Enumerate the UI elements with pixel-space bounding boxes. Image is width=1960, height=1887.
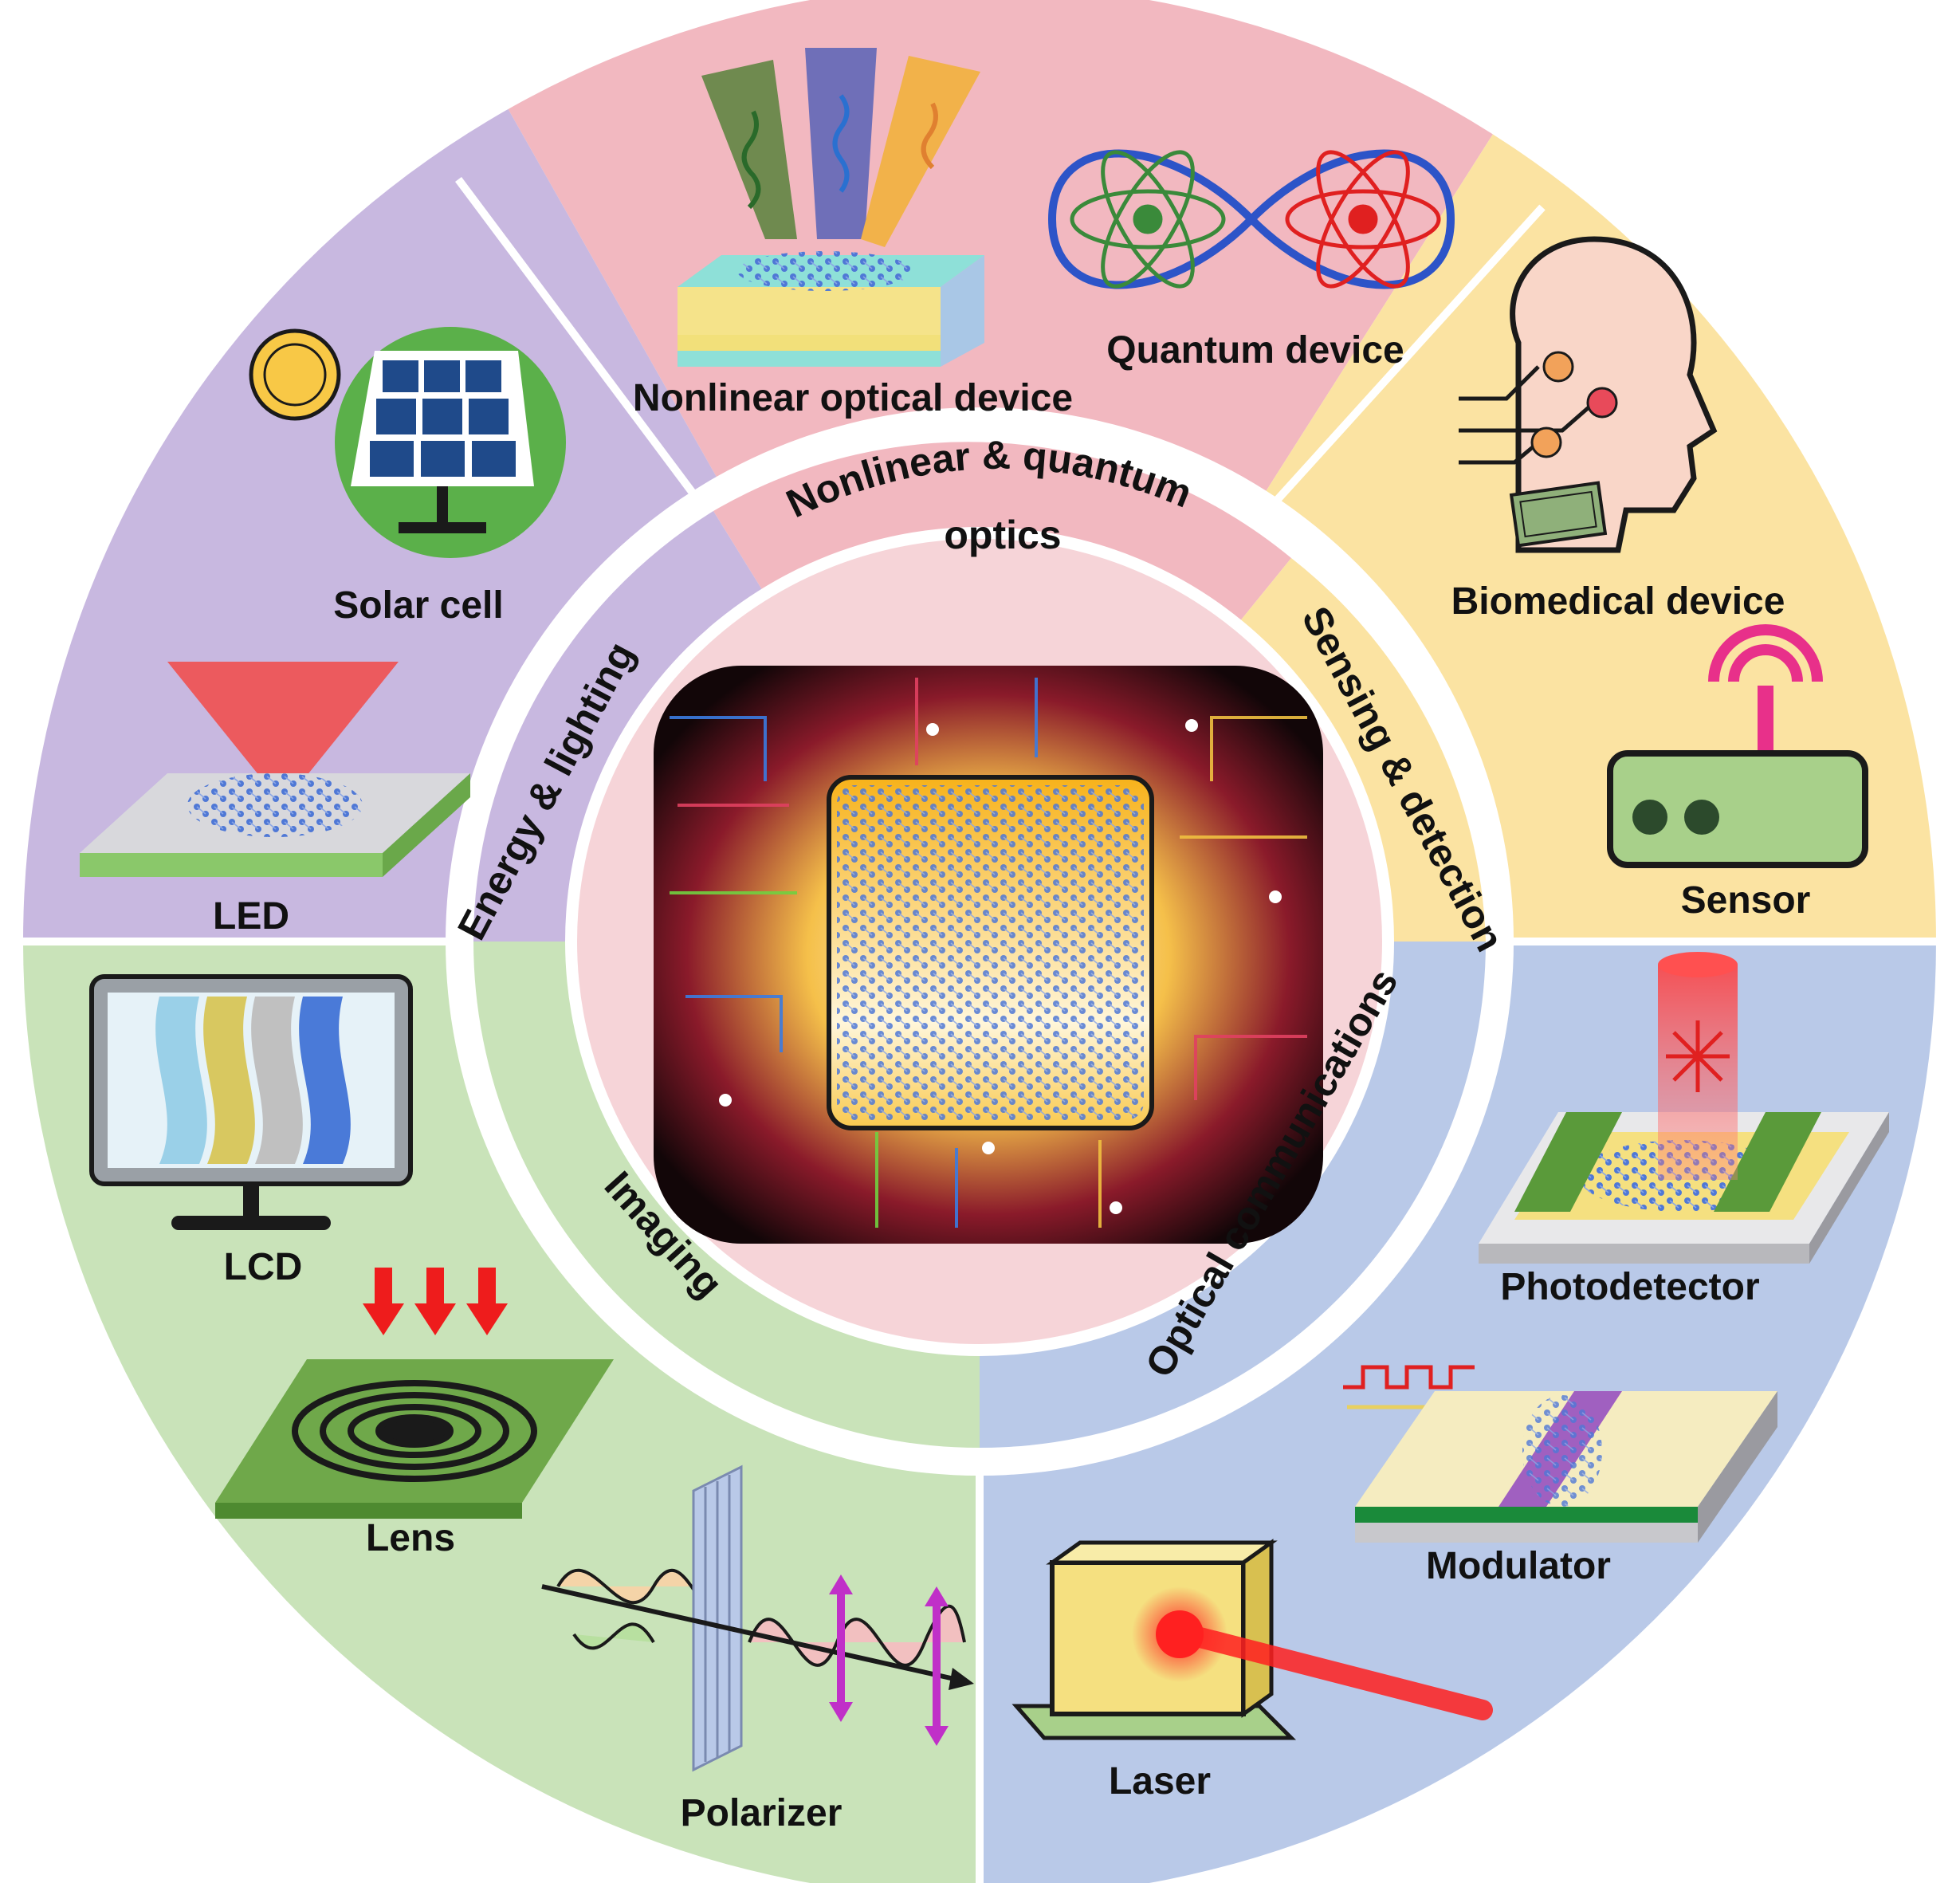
label-sensor: Sensor: [1681, 879, 1811, 922]
label-lcd: LCD: [224, 1246, 303, 1288]
ring-label-nonlinear-line2: optics: [944, 513, 1061, 557]
nonlinear-optical-device-icon: [678, 48, 984, 367]
lens-icon: [215, 1268, 614, 1519]
photodetector-icon: [1479, 952, 1889, 1264]
quantum-device-icon: [1047, 149, 1455, 289]
label-quantum-device: Quantum device: [1106, 329, 1404, 372]
modulator-icon: [1343, 1365, 1777, 1543]
center-chip-illustration: [654, 666, 1323, 1244]
label-polarizer: Polarizer: [681, 1792, 843, 1834]
label-modulator: Modulator: [1426, 1545, 1611, 1587]
lcd-icon: [89, 974, 413, 1230]
sparkles: [719, 719, 1282, 1214]
polarizer-icon: [541, 1464, 974, 1772]
sensor-icon: [1607, 624, 1868, 868]
label-lens: Lens: [366, 1517, 455, 1559]
chip-lattice: [837, 785, 1144, 1120]
label-led: LED: [213, 895, 289, 938]
label-photodetector: Photodetector: [1500, 1266, 1759, 1308]
led-icon: [80, 662, 470, 877]
laser-icon: [1011, 1539, 1493, 1740]
label-laser: Laser: [1109, 1760, 1211, 1802]
label-solar-cell: Solar cell: [333, 584, 503, 627]
label-biomedical-device: Biomedical device: [1451, 580, 1785, 623]
biomedical-device-icon: [1459, 236, 1718, 553]
label-nonlinear-optical-device: Nonlinear optical device: [633, 377, 1073, 419]
solar-cell-icon: [249, 327, 566, 558]
